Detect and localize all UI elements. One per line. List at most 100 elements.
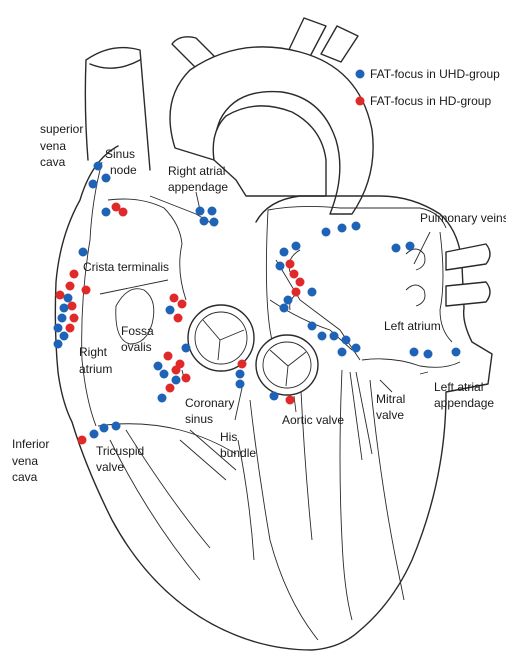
- fat-focus-uhd-mitral-annulus: [342, 336, 351, 345]
- fat-focus-hd-fossa-ovalis-rim: [170, 294, 179, 303]
- label-left-atrial-appendage-1: Left atrial: [434, 380, 483, 394]
- fat-focus-uhd-left-atrium-roof: [322, 228, 331, 237]
- label-superior-vena-cava-3: cava: [40, 155, 66, 169]
- fat-focus-uhd-left-atrium-septal: [284, 296, 293, 305]
- fat-focus-uhd-right-atrial-appendage-lower: [208, 207, 217, 216]
- fat-focus-hd-fossa-ovalis-rim: [178, 300, 187, 309]
- label-right-atrial-appendage-2: appendage: [168, 180, 228, 194]
- label-sinus-node-2: node: [110, 163, 137, 177]
- fat-focus-uhd-coronary-sinus: [158, 394, 167, 403]
- label-mitral-valve-1: Mitral: [376, 392, 405, 406]
- fat-focus-hd-crista-terminalis: [82, 286, 91, 295]
- label-his-bundle-1: His: [220, 430, 237, 444]
- label-crista-terminalis: Crista terminalis: [83, 260, 169, 274]
- fat-focus-hd-crista-terminalis: [70, 314, 79, 323]
- fat-focus-uhd-mitral-annulus: [318, 332, 327, 341]
- fat-focus-uhd-sinus-node: [89, 180, 98, 189]
- label-inferior-vena-cava-1: Inferior: [12, 437, 49, 451]
- fat-focus-uhd-crista-terminalis: [60, 332, 69, 341]
- label-fossa-ovalis-1: Fossa: [121, 324, 154, 338]
- fat-focus-hd-left-atrium-septal: [292, 288, 301, 297]
- fat-focus-uhd-coronary-sinus: [172, 376, 181, 385]
- fat-focus-uhd-fossa-ovalis-rim: [166, 306, 175, 315]
- fat-focus-uhd-mitral-annulus: [352, 344, 361, 353]
- fat-focus-uhd-aortic-valve: [270, 392, 279, 401]
- fat-focus-uhd-right-atrial-appendage-upper: [102, 208, 111, 217]
- fat-focus-uhd-coronary-sinus: [182, 344, 191, 353]
- label-left-atrial-appendage-2: appendage: [434, 396, 494, 410]
- fat-focus-uhd-mitral-annulus: [338, 348, 347, 357]
- fat-focus-uhd-right-atrial-appendage-lower: [210, 218, 219, 227]
- label-pulmonary-veins: Pulmonary veins: [420, 211, 506, 225]
- label-sinus-node-1: Sinus: [105, 147, 135, 161]
- fat-focus-uhd-pulmonary-veins: [406, 242, 415, 251]
- pulmonary-veins: [289, 244, 490, 310]
- fat-focus-hd-aortic-valve: [286, 396, 295, 405]
- label-right-atrium-1: Right: [79, 345, 108, 359]
- fat-focus-uhd-mitral-annulus: [308, 322, 317, 331]
- fat-focus-uhd-left-atrium-septal: [280, 248, 289, 257]
- fat-focus-hd-coronary-sinus: [182, 374, 191, 383]
- fat-focus-hd-crista-terminalis: [56, 291, 65, 300]
- label-tricuspid-valve-2: valve: [96, 460, 124, 474]
- fat-focus-hd-crista-terminalis: [68, 302, 77, 311]
- fat-focus-hd-right-atrial-appendage-upper: [119, 208, 128, 217]
- label-his-bundle-2: bundle: [220, 446, 256, 460]
- fat-focus-uhd-tricuspid-valve: [100, 424, 109, 433]
- legend-hd-label: FAT-focus in HD-group: [370, 94, 491, 108]
- fat-focus-uhd-left-atrium-roof: [338, 224, 347, 233]
- fat-focus-uhd-crista-terminalis: [58, 314, 67, 323]
- label-left-atrium: Left atrium: [384, 319, 441, 333]
- fat-focus-uhd-coronary-sinus: [160, 370, 169, 379]
- label-superior-vena-cava-1: superior: [40, 122, 83, 136]
- legend: FAT-focus in UHD-group FAT-focus in HD-g…: [356, 67, 501, 108]
- fat-focus-uhd-crista-terminalis: [54, 324, 63, 333]
- label-inferior-vena-cava-3: cava: [12, 470, 38, 484]
- fat-focus-uhd-right-atrial-appendage-lower: [196, 207, 205, 216]
- label-right-atrial-appendage-1: Right atrial: [168, 164, 225, 178]
- fat-focus-uhd-left-atrial-appendage: [424, 350, 433, 359]
- legend-hd-marker: [356, 97, 365, 106]
- fat-focus-uhd-crista-terminalis: [54, 340, 63, 349]
- fat-focus-uhd-coronary-sinus: [154, 362, 163, 371]
- label-inferior-vena-cava-2: vena: [12, 454, 38, 468]
- legend-uhd-label: FAT-focus in UHD-group: [370, 67, 500, 81]
- fat-focus-uhd-crista-terminalis: [64, 294, 73, 303]
- fat-focus-uhd-left-atrium-septal: [308, 288, 317, 297]
- fat-focus-hd-coronary-sinus: [166, 384, 175, 393]
- label-mitral-valve-2: valve: [376, 408, 404, 422]
- fat-focus-hd-tricuspid-valve: [78, 436, 87, 445]
- fat-focus-uhd-left-atrium-roof: [352, 222, 361, 231]
- label-coronary-sinus-2: sinus: [185, 412, 213, 426]
- fat-focus-uhd-left-atrial-appendage: [452, 348, 461, 357]
- fat-focus-uhd-tricuspid-valve: [112, 422, 121, 431]
- fat-focus-hd-coronary-sinus: [164, 352, 173, 361]
- fat-focus-uhd-right-atrial-appendage-lower: [200, 217, 209, 226]
- label-right-atrium-2: atrium: [79, 362, 112, 376]
- fat-focus-uhd-mitral-annulus: [330, 332, 339, 341]
- fat-focus-hd-coronary-sinus: [176, 360, 185, 369]
- fat-focus-hd-left-atrium-septal: [296, 278, 305, 287]
- fat-focus-hd-left-atrium-septal: [290, 270, 299, 279]
- label-coronary-sinus-1: Coronary: [185, 396, 234, 410]
- label-fossa-ovalis-2: ovalis: [121, 340, 152, 354]
- fat-focus-hd-crista-terminalis: [66, 282, 75, 291]
- fat-focus-hd-fossa-ovalis-rim: [174, 314, 183, 323]
- fat-focus-hd-his-bundle: [238, 360, 247, 369]
- label-aortic-valve: Aortic valve: [282, 413, 344, 427]
- fat-focus-hd-crista-terminalis: [70, 270, 79, 279]
- label-superior-vena-cava-2: vena: [40, 139, 66, 153]
- fat-focus-uhd-his-bundle: [236, 380, 245, 389]
- fat-focus-uhd-his-bundle: [236, 370, 245, 379]
- label-tricuspid-valve-1: Tricuspid: [96, 444, 144, 458]
- legend-uhd-marker: [356, 70, 365, 79]
- fat-focus-uhd-left-atrium-septal: [276, 262, 285, 271]
- fat-focus-uhd-left-atrium-septal: [280, 304, 289, 313]
- fat-focus-uhd-left-atrial-appendage: [410, 348, 419, 357]
- fat-focus-uhd-crista-terminalis: [60, 304, 69, 313]
- fat-focus-uhd-tricuspid-valve: [90, 430, 99, 439]
- fat-focus-hd-crista-terminalis: [66, 324, 75, 333]
- fat-focus-uhd-sinus-node: [94, 162, 103, 171]
